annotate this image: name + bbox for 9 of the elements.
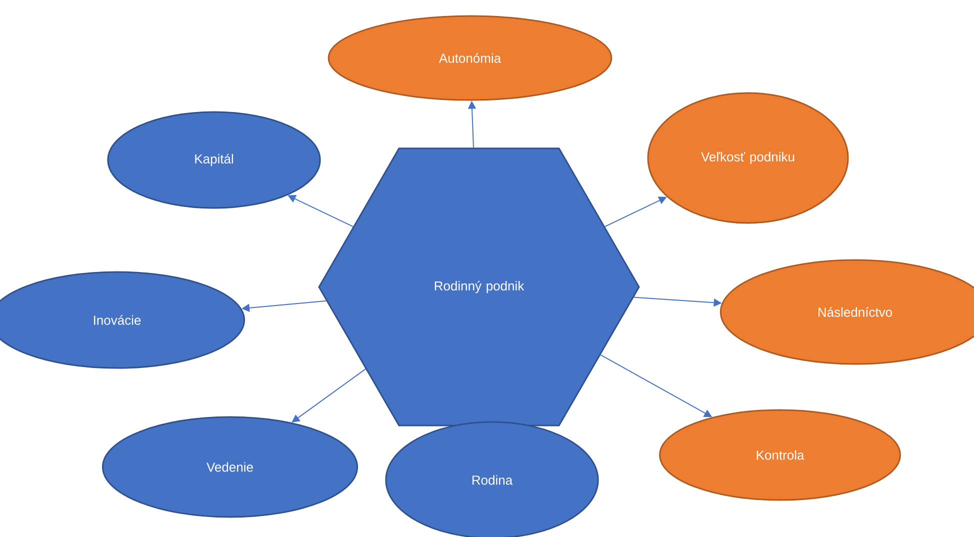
node-label: Rodina [472, 475, 513, 485]
ellipse-node: Kontrola [659, 409, 901, 501]
ellipse-node: Rodina [385, 421, 599, 537]
ellipse-node: Veľkosť podniku [647, 92, 849, 224]
ellipse-node: Následníctvo [720, 259, 974, 365]
ellipse-node: Autonómia [328, 15, 612, 101]
ellipse-node: Vedenie [102, 416, 358, 518]
ellipse-node: Kapitál [107, 111, 321, 209]
arrow [292, 368, 366, 422]
